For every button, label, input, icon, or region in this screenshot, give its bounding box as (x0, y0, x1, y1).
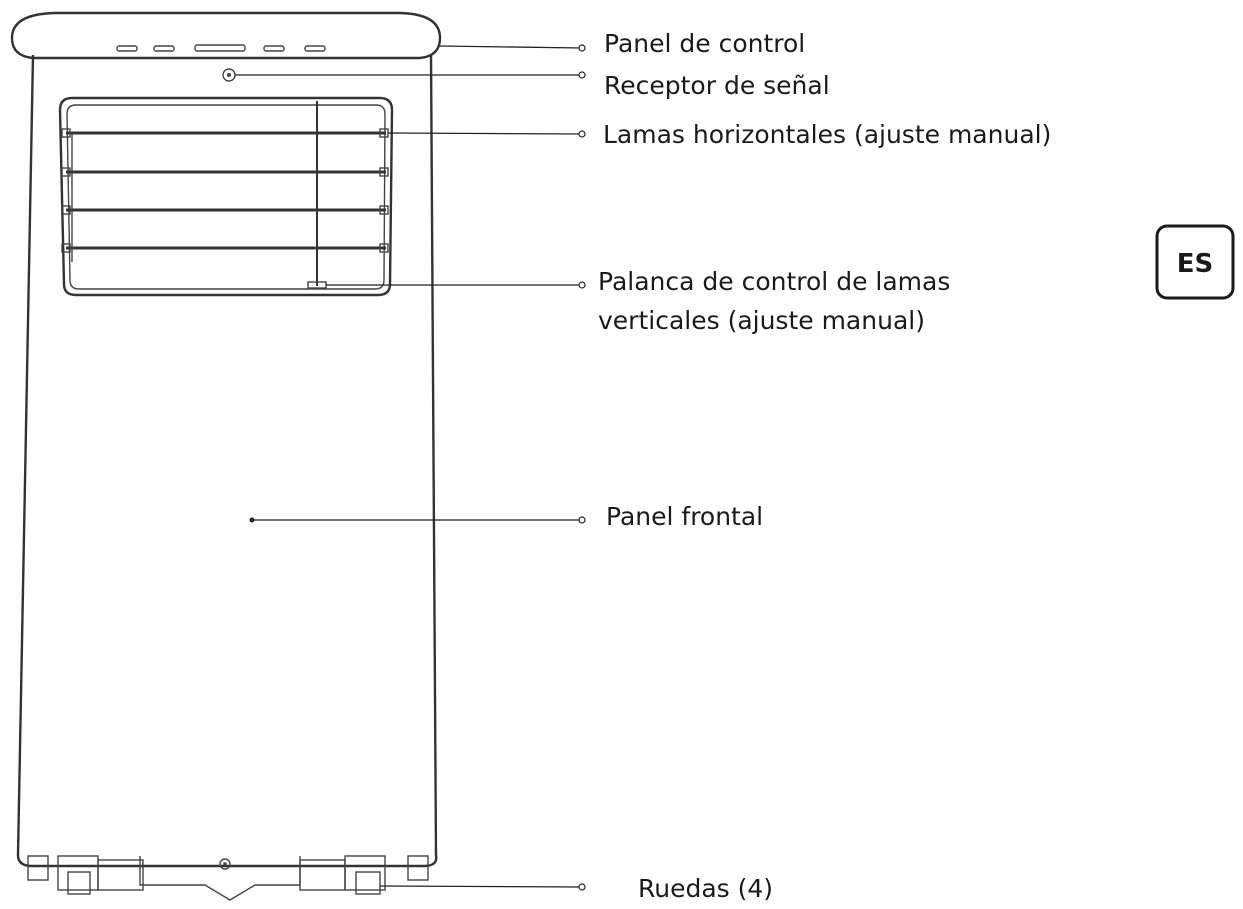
label-wheels: Ruedas (4) (638, 874, 773, 903)
label-horizontal-louvers: Lamas horizontales (ajuste manual) (603, 120, 1051, 149)
wheel-left (27, 855, 144, 895)
leader-lines (235, 44, 586, 891)
horizontal-louvers (61, 128, 389, 262)
louver-grille (58, 96, 394, 297)
label-front-panel: Panel frontal (606, 502, 763, 531)
control-buttons (116, 44, 326, 52)
label-control-panel: Panel de control (604, 29, 805, 58)
unit-base (27, 855, 429, 901)
control-panel-cap (10, 11, 442, 60)
language-badge-text: ES (1177, 249, 1214, 279)
language-badge: ES (1155, 224, 1235, 300)
vertical-louver-lever (307, 101, 327, 289)
labels: Panel de control Receptor de señal Lamas… (598, 29, 1051, 903)
label-vertical-lever-line1: Palanca de control de lamas (598, 267, 950, 296)
leader-control-panel (439, 45, 583, 49)
leader-horizontal-louvers (387, 132, 583, 135)
signal-receiver (222, 68, 236, 82)
unit-body (16, 54, 438, 868)
label-vertical-lever-line2: verticales (ajuste manual) (598, 306, 925, 335)
leader-wheels (379, 885, 583, 888)
air-conditioner-unit (10, 11, 442, 901)
wheel-right (299, 855, 429, 895)
label-signal-receiver: Receptor de señal (604, 71, 830, 100)
